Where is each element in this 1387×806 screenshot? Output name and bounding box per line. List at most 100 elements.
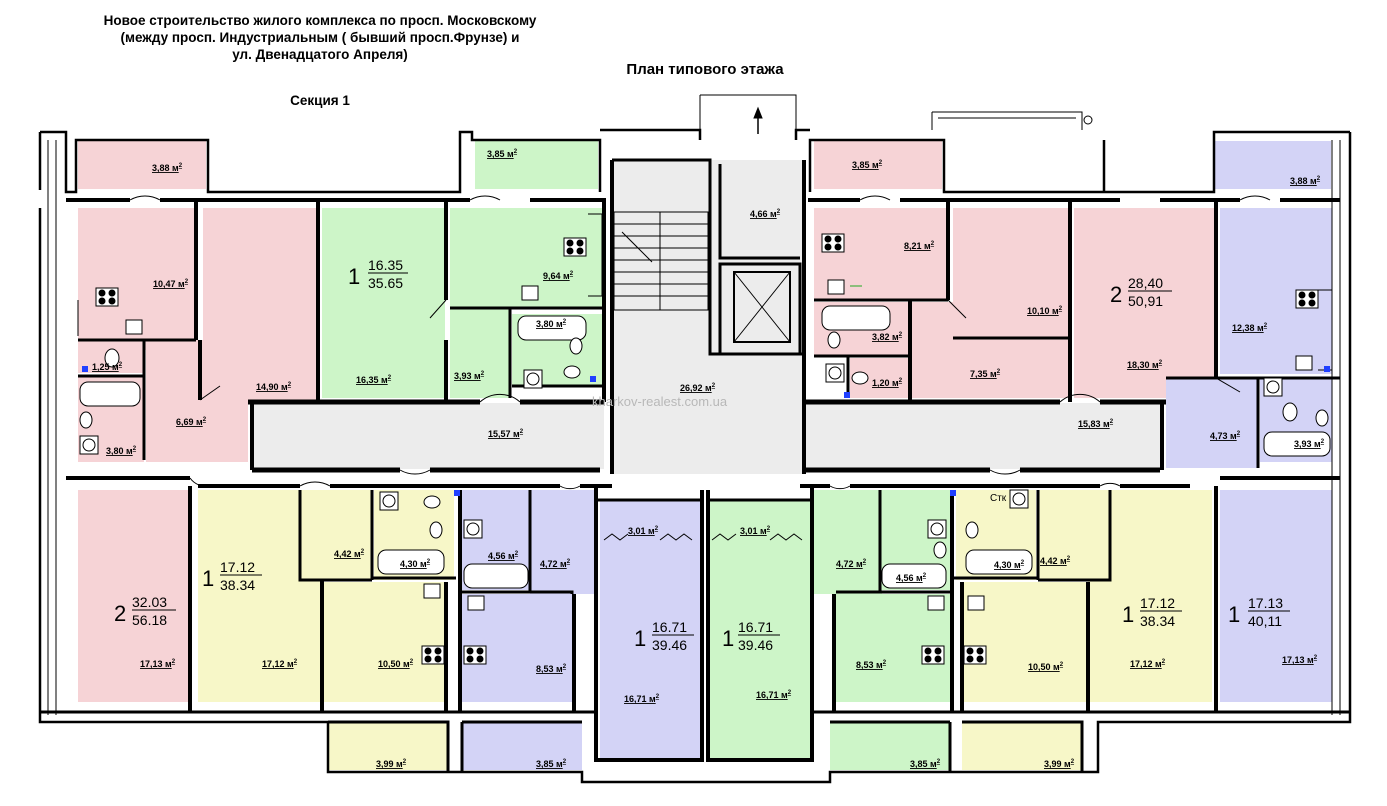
kitchen-sink-icon — [423, 583, 441, 599]
area-label: 3,99 м2 — [376, 759, 407, 769]
stove-icon — [921, 645, 945, 665]
washing-machine-icon — [523, 369, 543, 389]
plan-title: План типового этажа — [626, 61, 784, 78]
area-label: 4,30 м2 — [994, 560, 1025, 570]
kitchen-sink-icon — [967, 595, 985, 611]
area-label: 3,88 м2 — [1290, 176, 1321, 186]
hall-473 — [1166, 378, 1258, 468]
fixtures — [77, 106, 1333, 665]
sink-icon — [79, 411, 93, 429]
area-label: 8,53 м2 — [536, 664, 567, 674]
hall-669 — [146, 340, 248, 462]
apartment-living-area: 28,40 — [1128, 275, 1163, 291]
bathtub-icon — [517, 315, 587, 341]
kitchen-sink-icon — [521, 285, 539, 301]
sink-icon — [827, 331, 841, 349]
area-label: 7,35 м2 — [970, 369, 1001, 379]
area-label: 15,83 м2 — [1078, 419, 1114, 429]
area-label: 10,50 м2 — [378, 659, 414, 669]
room-1671-left — [600, 500, 702, 758]
area-label: 3,80 м2 — [106, 446, 137, 456]
balcony-lav-top — [1215, 141, 1331, 189]
area-label: 3,99 м2 — [1044, 759, 1075, 769]
area-label: 3,01 м2 — [740, 526, 771, 536]
balcony-385-right — [830, 722, 950, 770]
apartment-living-area: 16.71 — [738, 619, 773, 635]
title-line-2: (между просп. Индустриальным ( бывший пр… — [120, 30, 520, 45]
bathtub-icon — [463, 563, 529, 589]
apartment-total-area: 56.18 — [132, 612, 167, 628]
apartment-living-area: 16.71 — [652, 619, 687, 635]
sink-icon — [1315, 409, 1329, 427]
walls — [38, 94, 1352, 784]
area-labels: 3,88 м2 3,85 м2 3,85 м2 3,88 м2 4,66 м2 … — [92, 149, 1325, 769]
stove-icon — [563, 237, 587, 257]
apartment-living-area: 32.03 — [132, 594, 167, 610]
area-label: 1,25 м2 — [92, 362, 123, 372]
area-label: 3,80 м2 — [536, 319, 567, 329]
apartment-total-area: 39.46 — [738, 637, 773, 653]
room-1713-right — [1220, 490, 1332, 702]
area-label: 4,56 м2 — [488, 551, 519, 561]
area-label: 3,85 м2 — [487, 149, 518, 159]
washing-machine-icon — [463, 519, 483, 539]
apartment-rooms: 2 — [114, 601, 126, 626]
apartment-rooms: 1 — [348, 264, 360, 289]
apartment-rooms: 1 — [634, 626, 646, 651]
room-fills — [78, 141, 1332, 770]
area-label: 4,42 м2 — [334, 549, 365, 559]
kitchen-sink-icon — [125, 319, 143, 335]
hall-393 — [450, 308, 510, 398]
area-label: 9,64 м2 — [543, 271, 574, 281]
area-label: 3,93 м2 — [1294, 439, 1325, 449]
bathtub-icon — [965, 549, 1033, 575]
area-label: 10,10 м2 — [1027, 306, 1063, 316]
sink-icon — [933, 541, 947, 559]
hall-442-left — [302, 490, 372, 580]
area-label: 12,38 м2 — [1232, 323, 1268, 333]
kitchen-1050-left — [322, 582, 446, 702]
area-label: 16,71 м2 — [756, 690, 792, 700]
apartment-total-area: 50,91 — [1128, 293, 1163, 309]
area-label: 17,12 м2 — [1130, 659, 1166, 669]
balcony-385-left — [462, 722, 582, 770]
area-label: 10,50 м2 — [1028, 662, 1064, 672]
bathtub-icon — [377, 549, 445, 575]
apartment-living-area: 17.12 — [220, 559, 255, 575]
area-label: 17,13 м2 — [1282, 655, 1318, 665]
apartment-rooms: 1 — [1228, 602, 1240, 627]
area-label: 16,71 м2 — [624, 694, 660, 704]
stove-icon — [421, 645, 445, 665]
area-label: 8,53 м2 — [856, 660, 887, 670]
watermark: kharkov-realest.com.ua — [592, 394, 728, 409]
toilet-icon — [965, 521, 979, 539]
area-label: 15,57 м2 — [488, 429, 524, 439]
area-label: 4,30 м2 — [400, 559, 431, 569]
toilet-icon — [1282, 402, 1298, 422]
apartment-total-area: 38.34 — [220, 577, 255, 593]
apartment-total-area: 35.65 — [368, 275, 403, 291]
balcony-top-right — [814, 141, 942, 189]
toilet-icon — [104, 348, 120, 368]
area-label: 26,92 м2 — [680, 383, 716, 393]
door-swings — [129, 195, 1271, 490]
apartment-rooms: 2 — [1110, 282, 1122, 307]
room-1671-right — [708, 500, 810, 758]
stove-icon — [95, 287, 119, 307]
area-label: 18,30 м2 — [1127, 360, 1163, 370]
apartment-living-area: 17.13 — [1248, 595, 1283, 611]
washing-machine-icon — [379, 491, 399, 511]
apartment-rooms: 1 — [722, 626, 734, 651]
area-label: 3,82 м2 — [872, 332, 903, 342]
hall-472-right — [812, 490, 882, 594]
washing-machine-icon — [825, 363, 845, 383]
bathtub-icon — [1263, 431, 1331, 457]
area-label: 4,72 м2 — [540, 559, 571, 569]
washing-machine-icon — [1009, 489, 1029, 509]
area-label: 1,20 м2 — [872, 378, 903, 388]
apartment-living-area: 16.35 — [368, 257, 403, 273]
washing-machine-icon — [1263, 377, 1283, 397]
area-label: 16,35 м2 — [356, 375, 392, 385]
storage-466 — [723, 164, 799, 254]
area-label: 3,85 м2 — [910, 759, 941, 769]
